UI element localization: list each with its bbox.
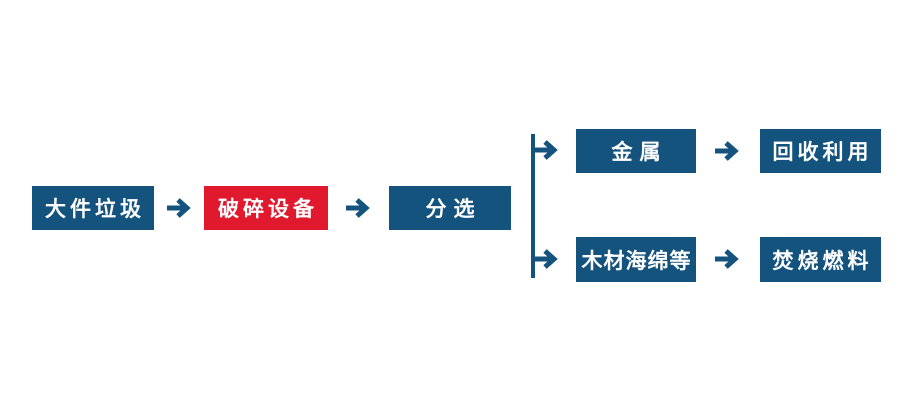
branch-arrow-bottom-icon [533, 248, 559, 270]
arrow-right-icon [345, 197, 371, 219]
node-bulky-waste: 大件垃圾 [32, 186, 154, 230]
arrow-right-icon [166, 197, 192, 219]
branch-arrow-top-icon [533, 139, 559, 161]
node-sorting: 分选 [389, 186, 511, 230]
node-recycling: 回收利用 [760, 129, 881, 173]
node-metal: 金属 [576, 129, 696, 173]
arrow-right-icon [714, 140, 740, 162]
branch-line [531, 134, 535, 278]
node-incineration-fuel: 焚烧燃料 [760, 237, 881, 282]
arrow-right-icon [714, 248, 740, 270]
node-crushing-equipment: 破碎设备 [204, 186, 328, 230]
node-wood-sponge: 木材海绵等 [576, 237, 696, 282]
